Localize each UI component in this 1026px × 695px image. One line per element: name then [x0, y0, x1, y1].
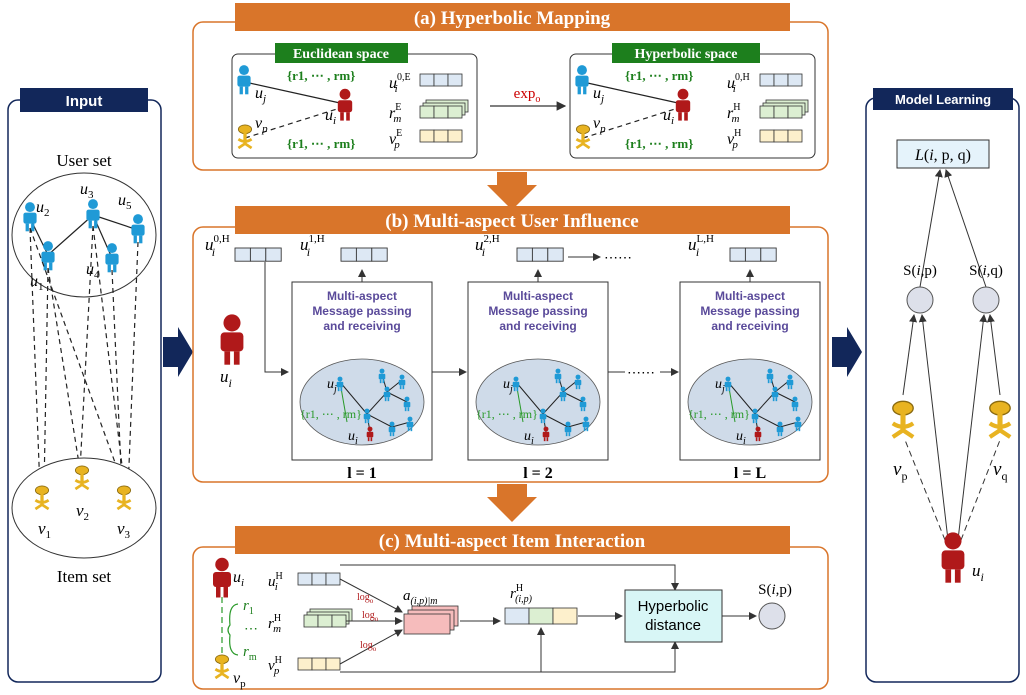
hy-relations-bottom: {r1, ⋯ , rm}: [625, 136, 693, 151]
log-label-1: logo: [357, 592, 374, 605]
svg-text:uj: uj: [715, 377, 725, 395]
bL-line2: Message passing: [700, 304, 799, 318]
learning-s-ip: S(i,p): [903, 263, 937, 279]
b1-line2: Message passing: [312, 304, 411, 318]
layer-1: l = 1: [347, 465, 377, 482]
eu-uj: uj: [255, 85, 266, 105]
hy-ui: ui: [663, 107, 674, 127]
loss-label: L(i, p, q): [914, 147, 971, 164]
section-a-title: (a) Hyperbolic Mapping: [414, 8, 611, 29]
learning-s-iq: S(i,q): [969, 263, 1003, 279]
section-c-title: (c) Multi-aspect Item Interaction: [379, 531, 646, 552]
euclidean-label: Euclidean space: [293, 47, 389, 62]
svg-text:uj: uj: [503, 377, 513, 395]
arrow-input-to-b: [163, 327, 193, 377]
log-label-3: logo: [360, 640, 377, 653]
learning-ui: ui: [972, 561, 984, 584]
hyperbolic-label: Hyperbolic space: [634, 47, 737, 62]
bL-relations: {r1, ⋯ , rm}: [688, 407, 750, 421]
exp-map-label: expo: [514, 86, 541, 105]
b1-relations: {r1, ⋯ , rm}: [300, 407, 362, 421]
eu-ui: ui: [325, 107, 336, 127]
user-set-label: User set: [56, 151, 112, 170]
c-score: S(i,p): [758, 582, 792, 598]
input-panel: Input User set u2 u3 u5 u1 u4: [7, 88, 162, 683]
c-rdots: ⋯: [244, 622, 258, 637]
b2-line2: Message passing: [488, 304, 587, 318]
arrow-a-to-b: [487, 172, 537, 210]
model-learning-panel: Model Learning L(i, p, q) S(i,p) S(i,q) …: [865, 88, 1020, 683]
c-ui: ui: [233, 569, 244, 589]
arrow-b-to-c: [487, 484, 537, 522]
svg-text:ui: ui: [524, 429, 534, 447]
b-dots-mid: ⋯⋯: [627, 366, 655, 381]
layer-2: l = 2: [523, 465, 553, 482]
distance-line1: Hyperbolic: [638, 598, 709, 615]
bL-line3: and receiving: [711, 319, 788, 333]
b-user-ui: ui: [220, 367, 232, 390]
svg-text:ui: ui: [736, 429, 746, 447]
eu-relations-bottom: {r1, ⋯ , rm}: [287, 136, 355, 151]
log-label-2: logo: [362, 610, 379, 623]
item-set-label: Item set: [57, 567, 112, 586]
svg-text:ui: ui: [348, 429, 358, 447]
layer-L: l = L: [734, 465, 766, 482]
bL-line1: Multi-aspect: [715, 289, 785, 303]
b-dots-top: ⋯⋯: [604, 251, 632, 266]
section-a: (a) Hyperbolic Mapping Euclidean space {…: [192, 3, 829, 171]
distance-line2: distance: [645, 617, 701, 634]
section-b-title: (b) Multi-aspect User Influence: [385, 211, 638, 232]
learning-title: Model Learning: [895, 92, 991, 107]
b2-relations: {r1, ⋯ , rm}: [476, 407, 538, 421]
section-c: (c) Multi-aspect Item Interaction ui r1 …: [192, 526, 829, 690]
b1-line3: and receiving: [323, 319, 400, 333]
eu-relations-top: {r1, ⋯ , rm}: [287, 68, 355, 83]
b2-line3: and receiving: [499, 319, 576, 333]
c-r1: r1: [243, 598, 254, 617]
hy-relations-top: {r1, ⋯ , rm}: [625, 68, 693, 83]
b1-line1: Multi-aspect: [327, 289, 397, 303]
hy-uj: uj: [593, 85, 604, 105]
input-title: Input: [66, 93, 103, 110]
b2-line1: Multi-aspect: [503, 289, 573, 303]
arrow-b-to-learning: [832, 327, 862, 377]
svg-text:uj: uj: [327, 377, 337, 395]
